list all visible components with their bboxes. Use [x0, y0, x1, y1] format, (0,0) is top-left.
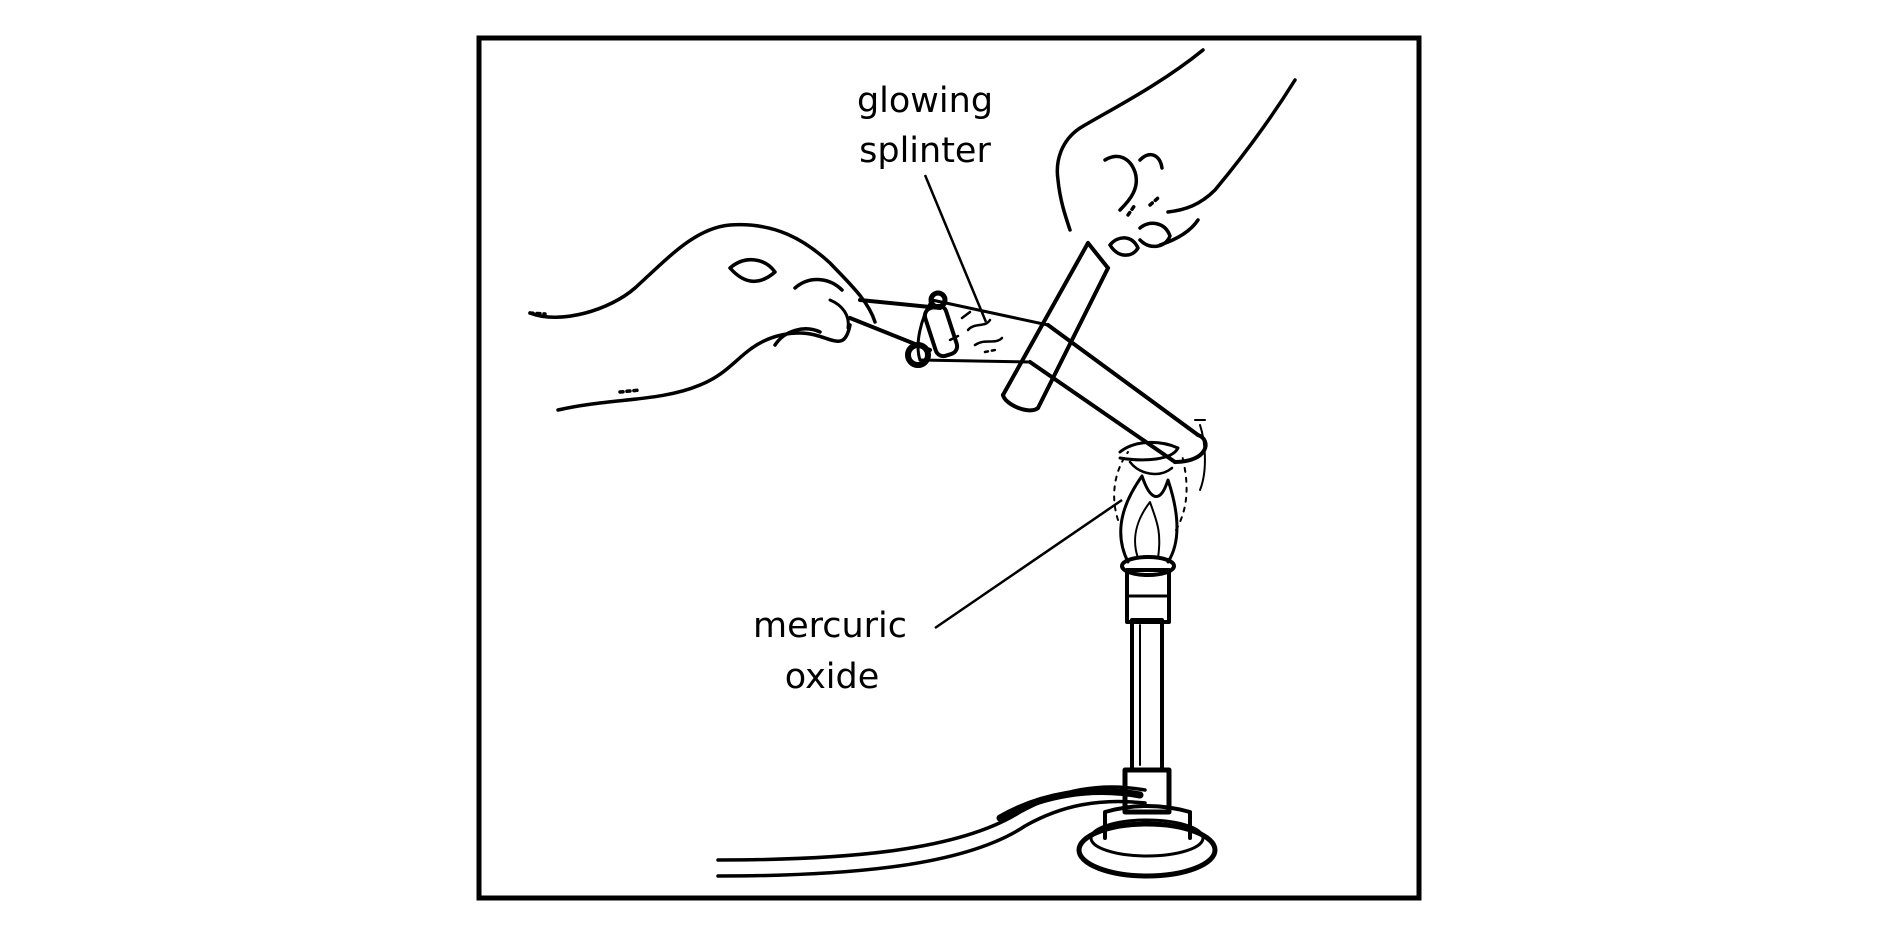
oxide-label-line2: oxide [785, 657, 880, 697]
oxide-label-line1: mercuric [753, 606, 907, 646]
splinter-label-line1: glowing [857, 81, 993, 121]
splinter-label-line2: splinter [859, 131, 991, 171]
